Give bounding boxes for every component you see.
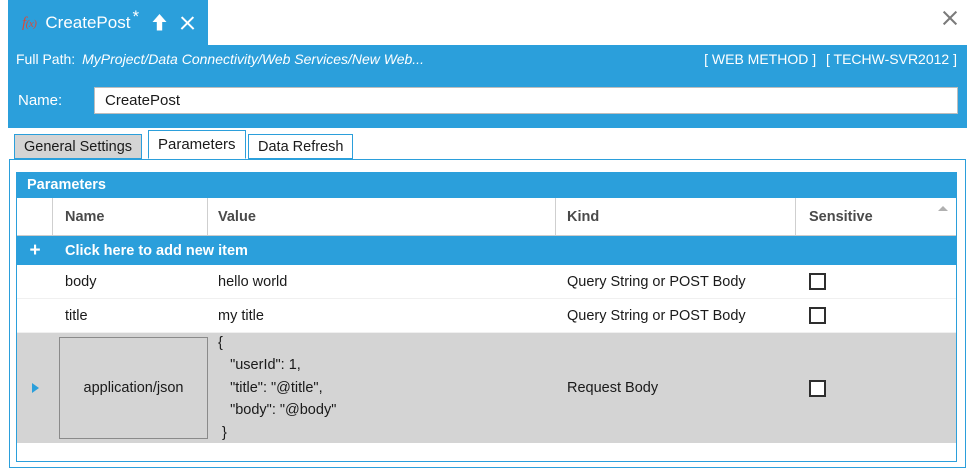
editor-tabs: General Settings Parameters Data Refresh [9,130,966,160]
table-row[interactable]: body hello world Query String or POST Bo… [17,265,956,299]
grid-header-selector [17,198,53,235]
document-tab-createpost[interactable]: f(x) CreatePost * [8,0,209,45]
parameters-group-title: Parameters [16,172,957,198]
badge-web-method: [ WEB METHOD ] [704,50,817,67]
row-kind[interactable]: Query String or POST Body [567,307,746,324]
row-kind[interactable]: Request Body [567,380,659,396]
table-row[interactable]: title my title Query String or POST Body [17,299,956,333]
editor-header: Full Path: MyProject/Data Connectivity/W… [8,45,967,128]
row-value[interactable]: my title [218,307,264,324]
name-label: Name: [18,91,63,109]
pin-up-arrow-icon[interactable] [151,13,168,33]
row-value-json: { "userId": 1, "title": "@title", "body"… [218,334,337,441]
row-selector[interactable] [17,299,53,332]
row-sensitive [796,299,956,332]
row-selector[interactable] [17,265,53,298]
row-sensitive [796,333,956,443]
document-tab-title: CreatePost [45,13,131,32]
grid-header-row: Name Value Kind Sensitive [17,198,956,236]
grid-header-sensitive[interactable]: Sensitive [809,208,873,225]
row-value[interactable]: { "userId": 1, "title": "@title", "body"… [208,333,556,443]
grid-header-name[interactable]: Name [53,198,208,235]
row-selector[interactable] [17,333,53,443]
row-name[interactable]: title [65,307,88,324]
grid-add-new-row[interactable]: + Click here to add new item [17,236,956,265]
full-path-label: Full Path: [16,50,76,67]
document-tab-strip: f(x) CreatePost * [0,0,975,45]
add-new-label: Click here to add new item [65,242,248,259]
sensitive-checkbox[interactable] [809,307,826,324]
sensitive-checkbox[interactable] [809,273,826,290]
row-name[interactable]: body [65,273,97,290]
row-name[interactable]: application/json [59,337,208,439]
grid-scroll-up-icon[interactable] [937,202,950,215]
tab-general-settings[interactable]: General Settings [14,134,143,159]
tab-data-refresh[interactable]: Data Refresh [248,134,354,159]
plus-icon: + [29,241,41,260]
table-row-selected[interactable]: application/json { "userId": 1, "title":… [17,333,956,443]
full-path-value: MyProject/Data Connectivity/Web Services… [82,50,424,67]
full-path-row: Full Path: MyProject/Data Connectivity/W… [8,45,967,72]
fx-function-icon: f(x) [22,15,37,31]
add-new-plus-icon: + [17,241,53,260]
name-input[interactable]: CreatePost [94,86,958,114]
row-kind[interactable]: Query String or POST Body [567,273,746,290]
tab-parameters[interactable]: Parameters [148,130,246,159]
sensitive-checkbox[interactable] [809,379,826,397]
grid-header-kind[interactable]: Kind [556,198,796,235]
header-badges: [ WEB METHOD ] [ TECHW-SVR2012 ] [698,51,957,67]
row-sensitive [796,265,956,298]
parameters-panel: Parameters Name Value Kind Sensitive + [9,160,966,468]
name-row: Name: CreatePost [8,72,967,128]
row-value[interactable]: hello world [218,273,288,290]
parameters-grid: Name Value Kind Sensitive + Click here t… [16,198,957,462]
grid-header-value[interactable]: Value [208,198,556,235]
document-tab-dirty-marker: * [132,7,140,26]
parameters-group: Parameters Name Value Kind Sensitive + [16,172,957,462]
row-selector-arrow-icon [31,383,39,393]
window-close-icon[interactable] [941,9,959,27]
document-tab-close-icon[interactable] [178,14,196,32]
panel-scrollbar[interactable] [960,161,964,466]
badge-server-name: [ TECHW-SVR2012 ] [826,50,957,67]
